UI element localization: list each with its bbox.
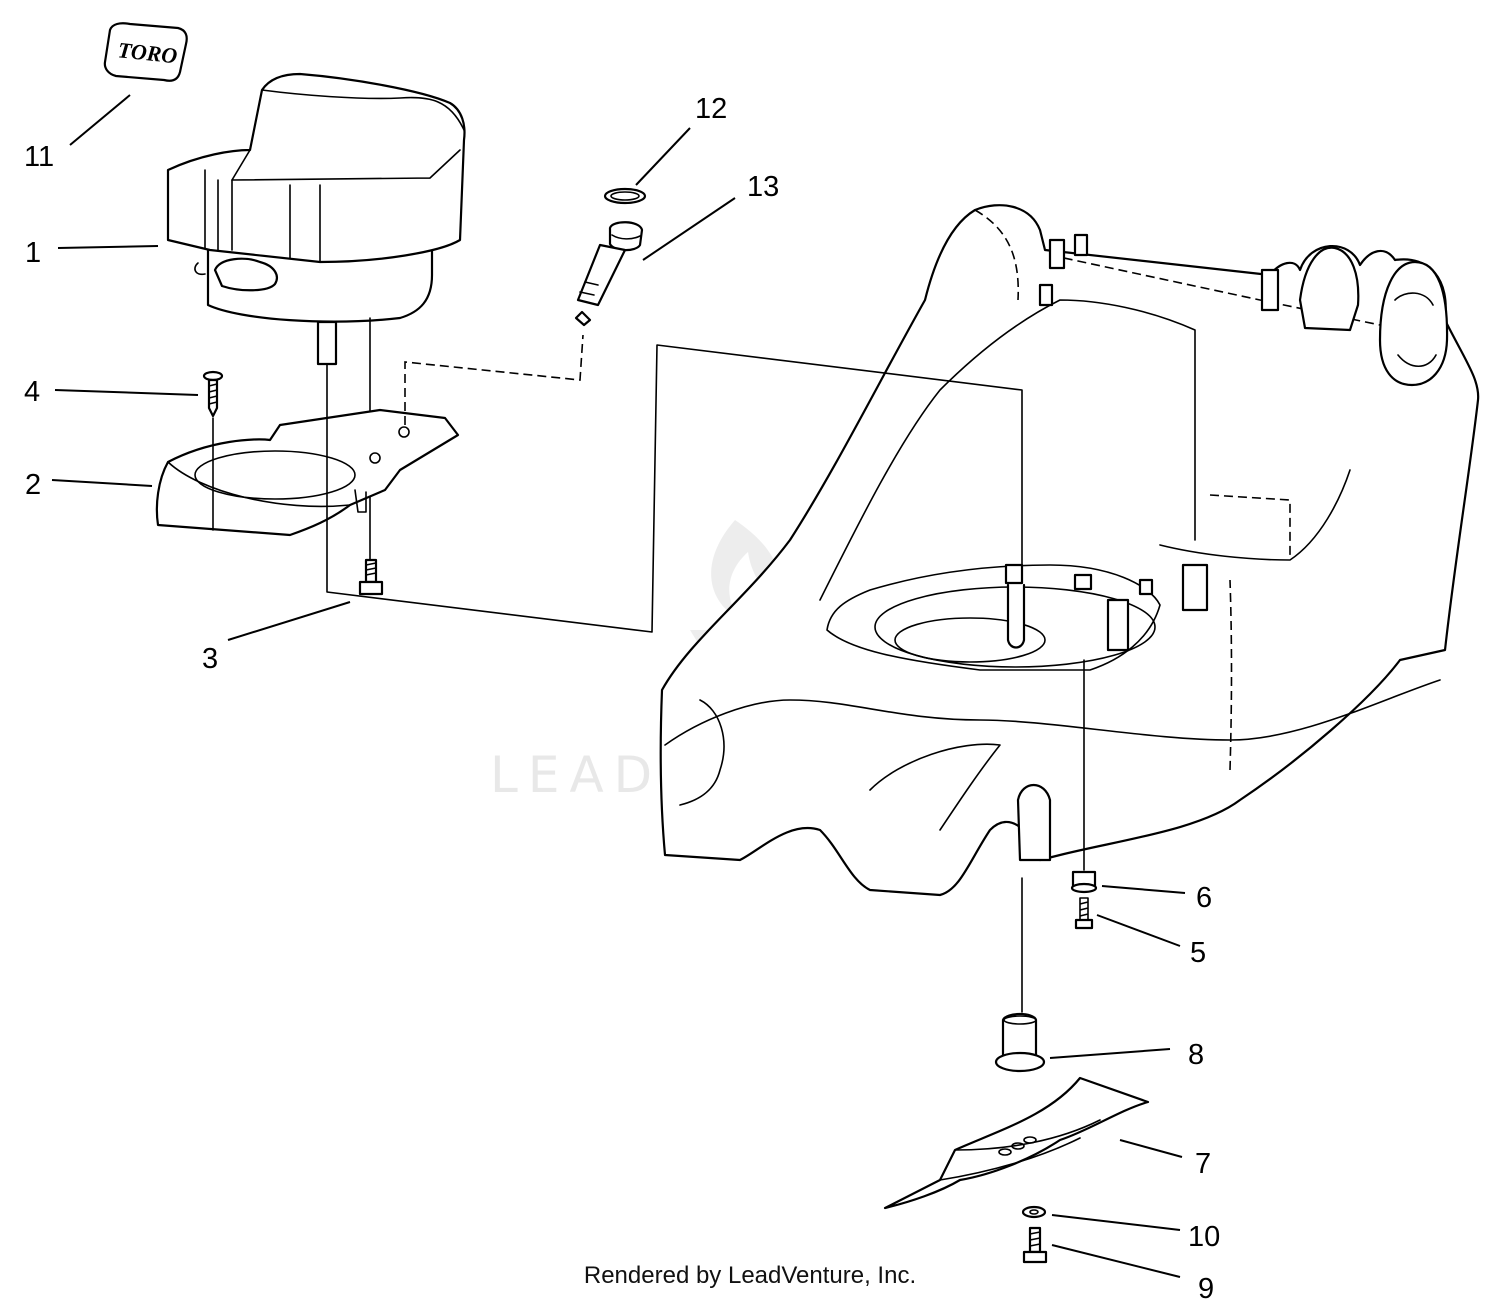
- callout-5: 5: [1190, 937, 1206, 969]
- screw-part-4: [202, 370, 224, 531]
- baffle-plate: [155, 408, 460, 537]
- callout-7: 7: [1195, 1148, 1211, 1180]
- seal-ring-part-12: [603, 187, 647, 205]
- callout-4: 4: [24, 376, 40, 408]
- connector-part-13: [574, 221, 644, 327]
- toro-decal-part-11: TORO: [103, 22, 188, 82]
- callout-8: 8: [1188, 1039, 1204, 1071]
- leader-lines: [51, 94, 1186, 1278]
- callout-12: 12: [695, 93, 727, 125]
- callout-2: 2: [25, 469, 41, 501]
- callout-13: 13: [747, 171, 779, 203]
- callout-1: 1: [25, 237, 41, 269]
- callouts: 11 1 4 2 3 12 13 6 5 8 7 10 9: [24, 93, 1220, 1305]
- render-credit: Rendered by LeadVenture, Inc.: [583, 1262, 917, 1289]
- blade-part-7: [883, 1076, 1150, 1210]
- callout-3: 3: [202, 643, 218, 675]
- callout-6: 6: [1196, 882, 1212, 914]
- motor-assembly: [166, 72, 466, 571]
- callout-9: 9: [1198, 1273, 1214, 1305]
- washer-part-10: [1021, 1205, 1047, 1219]
- callout-10: 10: [1188, 1221, 1220, 1253]
- mower-deck: [659, 204, 1480, 897]
- decal-text: TORO: [117, 37, 179, 68]
- bolt-part-3: [358, 558, 384, 596]
- bolt-part-9: [1022, 1226, 1048, 1264]
- assembly-lines: [326, 334, 1085, 1013]
- callout-11: 11: [24, 141, 54, 173]
- screw-part-5: [1074, 897, 1094, 930]
- blade-adapter-part-8: [994, 1012, 1046, 1073]
- bushing-part-6: [1070, 870, 1098, 894]
